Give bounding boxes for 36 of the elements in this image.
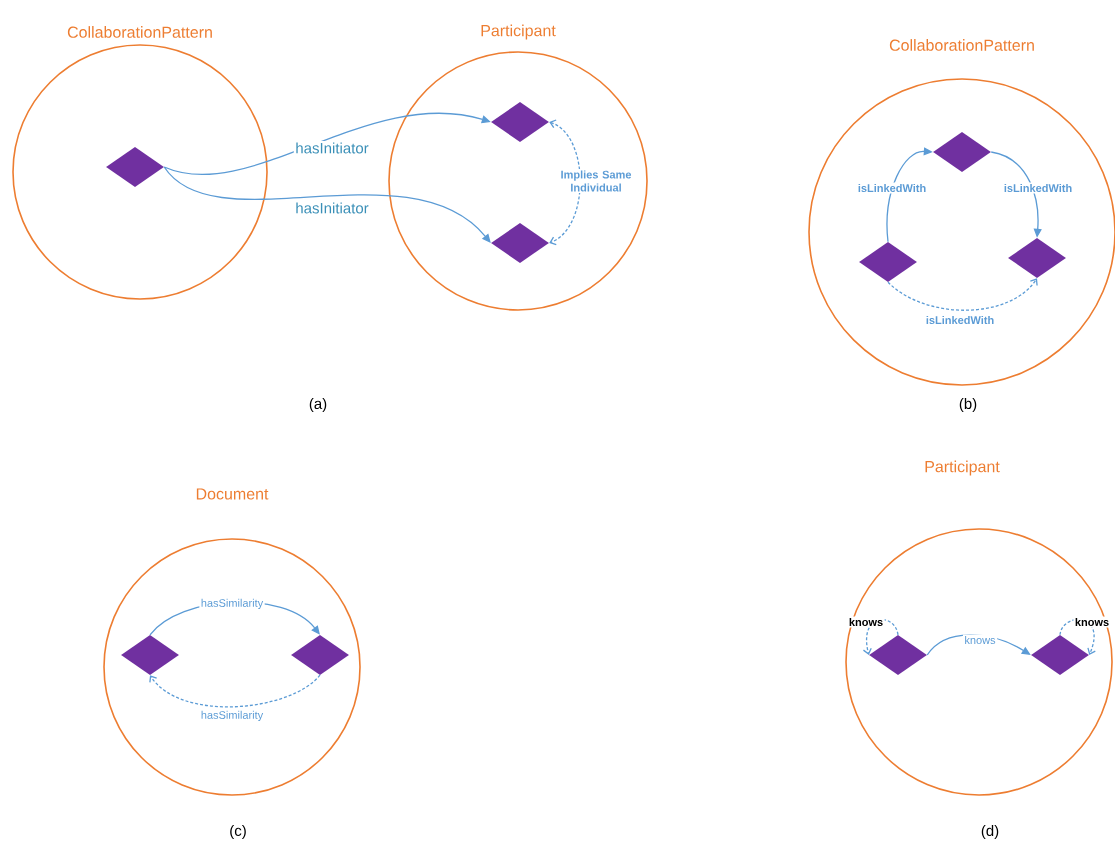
edge-label: hasInitiator [293,141,371,155]
instance-diamond [1031,635,1089,675]
edge-label: hasSimilarity [199,709,265,723]
node-label: CollaborationPattern [67,26,212,38]
edge-label: knows [962,634,998,646]
node-label: Participant [925,460,1000,476]
edge-label: isLinkedWith [924,314,996,326]
edge-label: Implies Same Individual [554,168,638,194]
arrow [887,278,1038,311]
instance-diamond [121,635,179,675]
instance-diamond [291,635,349,675]
arrow [149,674,321,708]
arrow [163,166,491,243]
panel-label: (d) [981,825,999,839]
arrow [1059,618,1096,655]
instance-diamond [491,102,549,142]
instance-diamond [859,242,917,282]
panel-label: (c) [230,825,246,839]
panel-label: (a) [309,398,327,412]
node-label: Participant [481,24,556,40]
instance-diamond [1008,238,1066,278]
node-label: CollaborationPattern [889,39,1034,51]
edge-label: hasInitiator [293,201,371,215]
instance-diamond [491,223,549,263]
edge-label: knows [847,616,885,628]
arrow [549,119,581,246]
edge-label: isLinkedWith [1002,182,1074,194]
node-label: Document [196,488,269,500]
edge-label: isLinkedWith [856,182,928,194]
edge-label: knows [1073,616,1111,628]
instance-diamond [106,147,164,187]
instance-diamond [933,132,991,172]
panel-label: (b) [959,398,977,412]
arrow [862,618,899,655]
edge-label: hasSimilarity [199,597,265,611]
instance-diamond [869,635,927,675]
